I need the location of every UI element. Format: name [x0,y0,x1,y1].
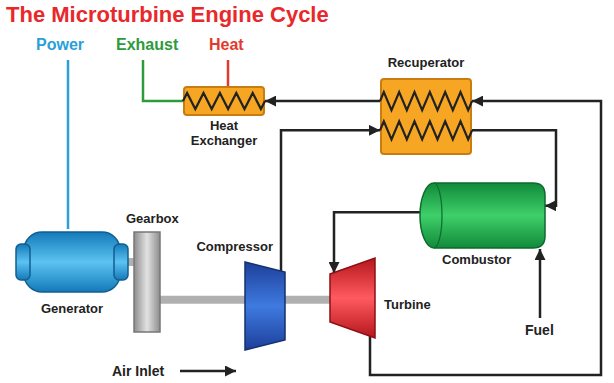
coil [380,121,472,139]
coil [380,92,472,110]
drive-shaft [285,296,330,304]
node-shape [380,78,472,155]
part-label: Compressor [143,240,273,255]
turbine: Turbine [330,258,375,338]
node-shape [16,228,128,296]
compressor-body [245,262,285,350]
generator: Generator [16,228,128,296]
power-lead [67,60,70,229]
fuel-arrow [539,249,542,318]
combustor-body [420,183,545,248]
node-shape [183,86,265,116]
output-label: Power [36,36,84,54]
node-shape [134,232,160,332]
drive-shaft [160,296,245,304]
generator-cap [16,244,30,280]
combustor-seam [434,183,442,248]
output-label: Heat [209,36,244,54]
coil [183,93,265,109]
air-arrow [180,370,236,373]
input-label: Fuel [525,322,554,338]
part-label: Turbine [384,298,454,313]
part-label: Recuperator [370,56,482,71]
combustor: Combustor [420,183,545,248]
turbine-body [330,258,375,338]
heat-exchanger: Heat Exchanger [183,86,265,116]
input-label: Air Inlet [112,363,164,379]
flow-line [334,212,420,273]
part-label: Gearbox [126,212,196,227]
exhaust-line [143,60,183,101]
gearbox-body [134,232,160,332]
diagram-title: The Microturbine Engine Cycle [6,2,329,27]
part-label: Generator [16,302,128,317]
recuperator: Recuperator [380,78,472,155]
flow-line [281,130,380,271]
part-label: Heat Exchanger [189,119,259,149]
part-label: Combustor [442,253,542,268]
compressor: Compressor [245,262,285,350]
gearbox: Gearbox [134,232,160,332]
generator-cap [114,244,128,280]
exchanger-body [184,87,264,115]
exchanger-body [381,79,471,154]
node-shape [420,183,545,248]
flow-line [265,100,380,103]
node-shape [245,262,285,350]
generator-body [24,232,120,292]
node-shape [330,258,375,338]
drive-shaft [128,258,134,266]
output-label: Exhaust [116,36,178,54]
heat-line [227,60,230,86]
